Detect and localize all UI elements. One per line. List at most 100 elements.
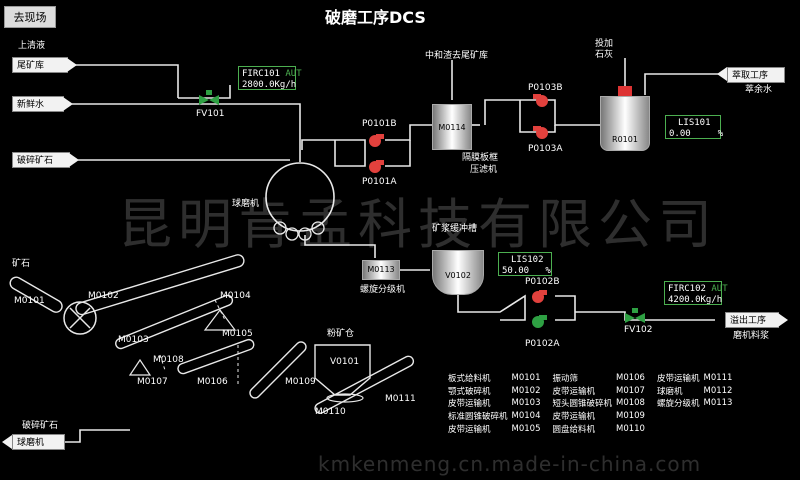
company-watermark: 昆明肯孟科技有限公司 [118, 193, 718, 256]
filter-press-label-1: 隔膜板框 [462, 153, 499, 163]
legend-equipment-name: 板式给料机 [448, 374, 491, 385]
page-title: 破磨工序DCS [325, 8, 426, 27]
legend-equipment-code: M0102 [511, 385, 541, 396]
pump-p0101b-icon[interactable] [367, 132, 385, 148]
m0101-tag: M0101 [14, 296, 45, 306]
lis101-unit: % [717, 129, 724, 139]
crushed-ore-out-label: 破碎矿石 [22, 421, 59, 431]
firc102-display[interactable]: FIRC102 AUT 4200.0Kg/h [664, 281, 728, 305]
pump-p0101a-icon[interactable] [367, 158, 385, 174]
legend-equipment-code: M0103 [511, 398, 541, 409]
legend-equipment-name: 皮带运输机 [656, 374, 700, 385]
legend-equipment-name: 圆盘给料机 [552, 424, 595, 435]
m0109-tag: M0109 [285, 377, 316, 387]
lis102-display[interactable]: LIS102 50.00 % [498, 252, 552, 276]
firc102-mode: AUT [711, 284, 728, 294]
m0110-tag: M0110 [315, 407, 346, 417]
url-watermark: kmkenmeng.cn.made-in-china.com [318, 452, 702, 476]
spiral-classifier-tag: M0113 [367, 265, 395, 274]
legend-equipment-code: M0106 [616, 373, 645, 384]
valve-fv101-tag: FV101 [196, 109, 225, 119]
slurry-tank-v0102[interactable]: V0102 [432, 250, 484, 295]
ball-mill-label: 球磨机 [232, 199, 260, 209]
firc102-tag: FIRC102 [668, 284, 706, 294]
legend-equipment-code: M0112 [703, 385, 733, 396]
pump-p0103a-icon[interactable] [532, 124, 550, 140]
spiral-classifier-label: 螺旋分级机 [360, 285, 406, 295]
v0101-tag: V0101 [330, 357, 360, 367]
mill-slurry-label: 磨机料浆 [733, 331, 770, 341]
pump-p0102b-icon[interactable] [530, 288, 548, 304]
reactor-r0101[interactable]: R0101 [600, 96, 650, 151]
legend-equipment-code: M0113 [703, 398, 733, 409]
ball-mill-output[interactable]: 球磨机 [12, 434, 65, 450]
filter-press-m0114[interactable]: M0114 [432, 104, 472, 150]
legend-equipment-code [703, 422, 744, 435]
m0105-tag: M0105 [222, 329, 253, 339]
fresh-water-input[interactable]: 新鲜水 [12, 96, 64, 112]
pump-p0103b-icon[interactable] [532, 92, 550, 108]
add-label: 投加 [595, 39, 614, 49]
spiral-classifier-m0113[interactable]: M0113 [362, 260, 400, 280]
lis101-tag: LIS101 [678, 118, 711, 128]
valve-fv101-icon[interactable] [198, 90, 220, 108]
pump-p0102a-icon[interactable] [530, 313, 548, 329]
valve-fv102-icon[interactable] [624, 308, 646, 326]
legend-equipment-code: M0109 [616, 411, 645, 422]
m0108-tag: M0108 [153, 355, 184, 365]
firc102-value: 4200.0Kg/h [668, 295, 723, 305]
legend-equipment-code [703, 410, 744, 423]
m0104-tag: M0104 [220, 291, 251, 301]
overflow-process-output[interactable]: 溢出工序 [725, 312, 779, 328]
pump-p0103a-tag: P0103A [528, 144, 563, 154]
legend-equipment-name: 螺旋分级机 [656, 399, 700, 410]
filter-press-tag: M0114 [438, 123, 466, 132]
legend-equipment-name [657, 410, 704, 423]
legend-equipment-name: 皮带运输机 [448, 424, 491, 435]
pump-p0102b-tag: P0102B [525, 277, 560, 287]
m0106-tag: M0106 [197, 377, 228, 387]
legend-equipment-name: 皮带运输机 [552, 412, 595, 423]
legend-equipment-code: M0107 [616, 385, 645, 396]
crushed-ore-arrow-icon [69, 153, 79, 167]
neutral-slag-label: 中和渣去尾矿库 [425, 51, 489, 61]
tailings-input[interactable]: 尾矿库 [12, 57, 68, 73]
firc101-tag: FIRC101 [242, 69, 280, 79]
lis101-display[interactable]: LIS101 0.00 % [665, 115, 724, 139]
tailings-arrow-icon [67, 58, 77, 72]
extract-arrow-icon [717, 67, 727, 81]
pump-p0101a-tag: P0101A [362, 177, 397, 187]
m0111-tag: M0111 [385, 394, 416, 404]
reactor-tag: R0101 [612, 135, 638, 144]
firc101-display[interactable]: FIRC101 AUT 2800.0Kg/h [238, 66, 302, 90]
overflow-arrow-icon [778, 313, 788, 327]
extract-process-input[interactable]: 萃取工序 [727, 67, 785, 83]
legend-equipment-name: 振动筛 [552, 374, 578, 385]
valve-fv102-tag: FV102 [624, 325, 653, 335]
legend-equipment-code: M0105 [511, 423, 541, 434]
lis102-value: 50.00 [502, 266, 530, 276]
legend-equipment-code: M0104 [511, 411, 541, 422]
legend-equipment-name: 颚式破碎机 [448, 386, 491, 397]
fresh-water-arrow-icon [63, 97, 73, 111]
pump-p0102a-tag: P0102A [525, 339, 560, 349]
legend-equipment-code: M0108 [616, 398, 645, 409]
supernatant-label: 上清液 [18, 41, 46, 51]
m0103-tag: M0103 [118, 335, 149, 345]
crushed-ore-input[interactable]: 破碎矿石 [12, 152, 70, 168]
lis102-unit: % [545, 266, 551, 276]
legend-equipment-code: M0101 [511, 373, 541, 384]
reactor-motor-icon [618, 86, 632, 96]
ore-label: 矿石 [12, 259, 31, 269]
lis102-tag: LIS102 [511, 255, 544, 265]
pump-p0101b-tag: P0101B [362, 119, 397, 129]
legend-equipment-name [657, 422, 704, 435]
back-to-site-button[interactable]: 去现场 [4, 6, 56, 28]
